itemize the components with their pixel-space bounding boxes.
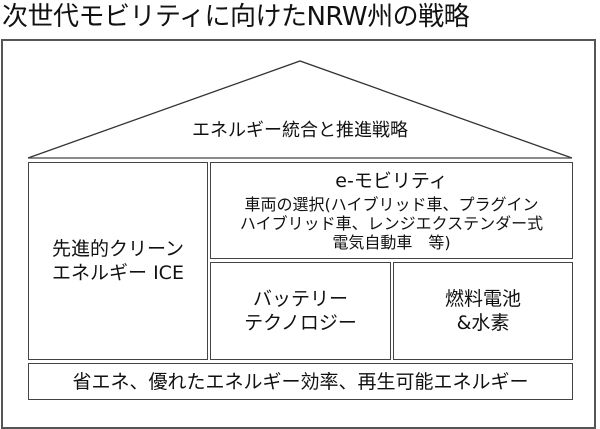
foundation-label: 省エネ、優れたエネルギー効率、再生可能エネルギー	[72, 370, 529, 393]
fuel-cell-line1: 燃料電池	[444, 288, 521, 310]
e-mobility-line2: ハイブリッド車、レンジエクステンダー式	[239, 214, 544, 233]
e-mobility-heading: e-モビリティ	[335, 170, 448, 192]
fuel-cell-line2: &水素	[456, 312, 510, 334]
diagram-title: 次世代モビリティに向けたNRW州の戦略	[2, 2, 470, 32]
battery-line1: バッテリー	[252, 288, 348, 310]
pillar-fuel-cell: 燃料電池 &水素	[393, 262, 573, 360]
clean-ice-line1: 先進的クリーン	[51, 238, 185, 260]
e-mobility-line3: 電気自動車 等)	[332, 233, 451, 252]
battery-line2: テクノロジー	[244, 312, 357, 334]
pillar-battery: バッテリー テクノロジー	[210, 262, 391, 360]
e-mobility-line1: 車両の選択(ハイブリッド車、プラグイン	[244, 195, 539, 214]
roof-label: エネルギー統合と推進戦略	[192, 120, 408, 141]
pillar-e-mobility: e-モビリティ 車両の選択(ハイブリッド車、プラグイン ハイブリッド車、レンジエ…	[210, 162, 573, 259]
pillar-clean-ice: 先進的クリーン エネルギー ICE	[28, 162, 208, 360]
foundation: 省エネ、優れたエネルギー効率、再生可能エネルギー	[28, 363, 573, 400]
clean-ice-line2: エネルギー ICE	[52, 262, 184, 284]
